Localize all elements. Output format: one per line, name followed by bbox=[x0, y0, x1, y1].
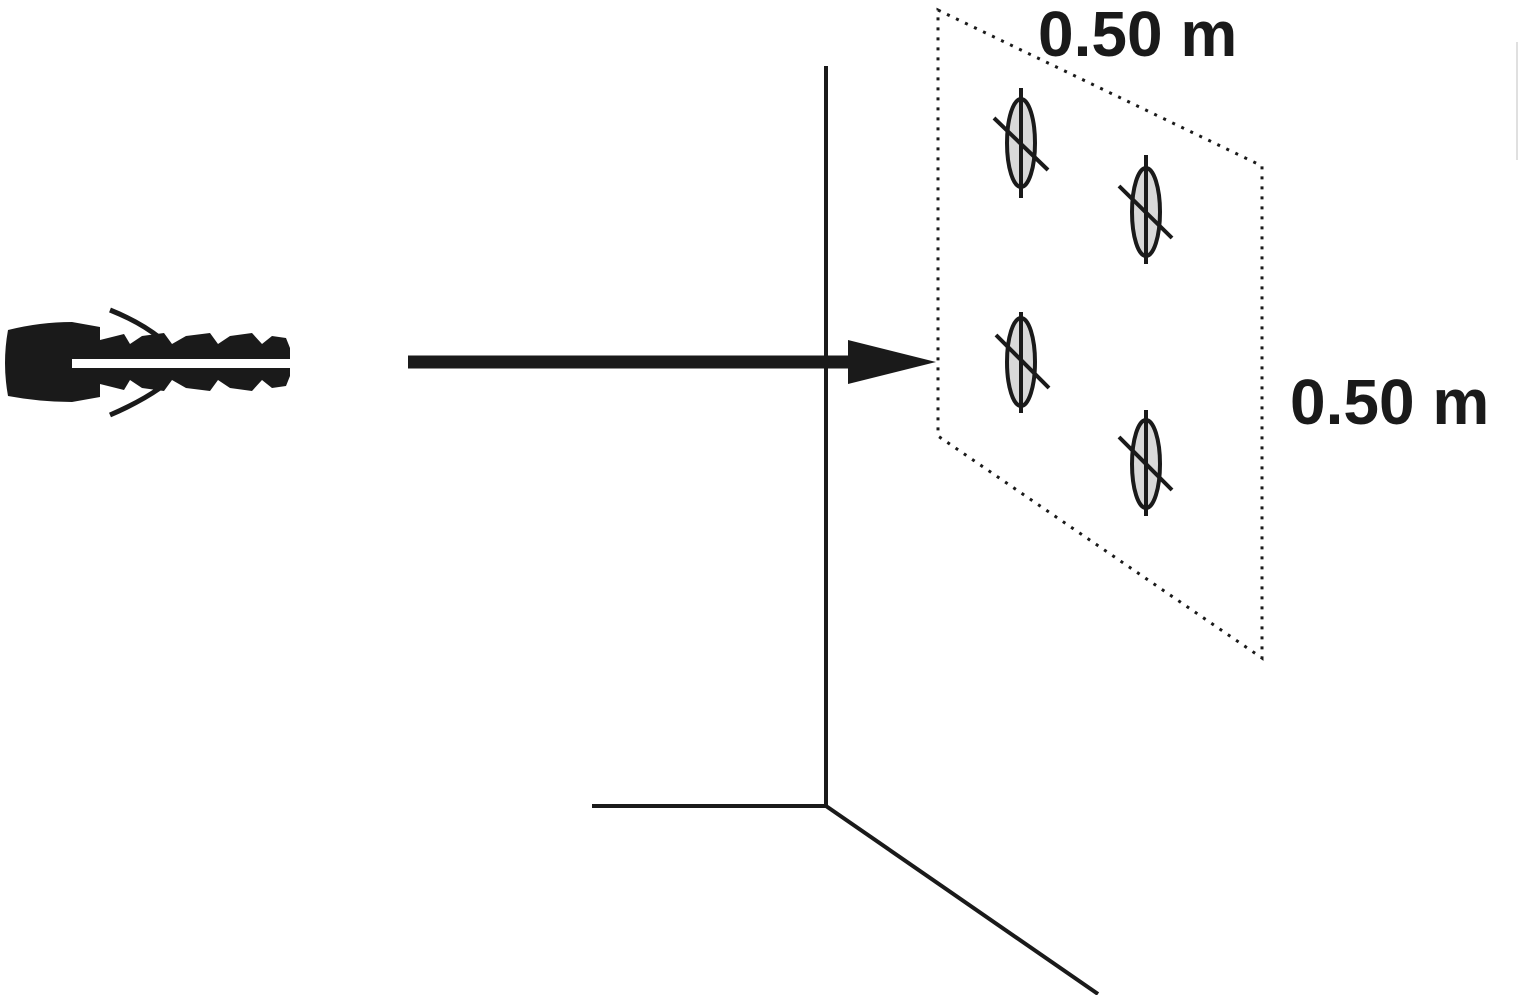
wall-plug-icon bbox=[5, 307, 294, 418]
drill-hole bbox=[992, 88, 1050, 198]
floor-right-edge bbox=[824, 804, 1100, 995]
insertion-arrow bbox=[408, 340, 936, 384]
drill-hole bbox=[1117, 410, 1174, 516]
wall-corner bbox=[592, 66, 1100, 995]
drill-hole bbox=[1117, 155, 1174, 264]
width-dimension-label: 0.50 m bbox=[1038, 0, 1237, 70]
drill-hole bbox=[994, 312, 1051, 413]
height-dimension-label: 0.50 m bbox=[1290, 366, 1489, 438]
mounting-area-outline bbox=[936, 7, 1264, 661]
